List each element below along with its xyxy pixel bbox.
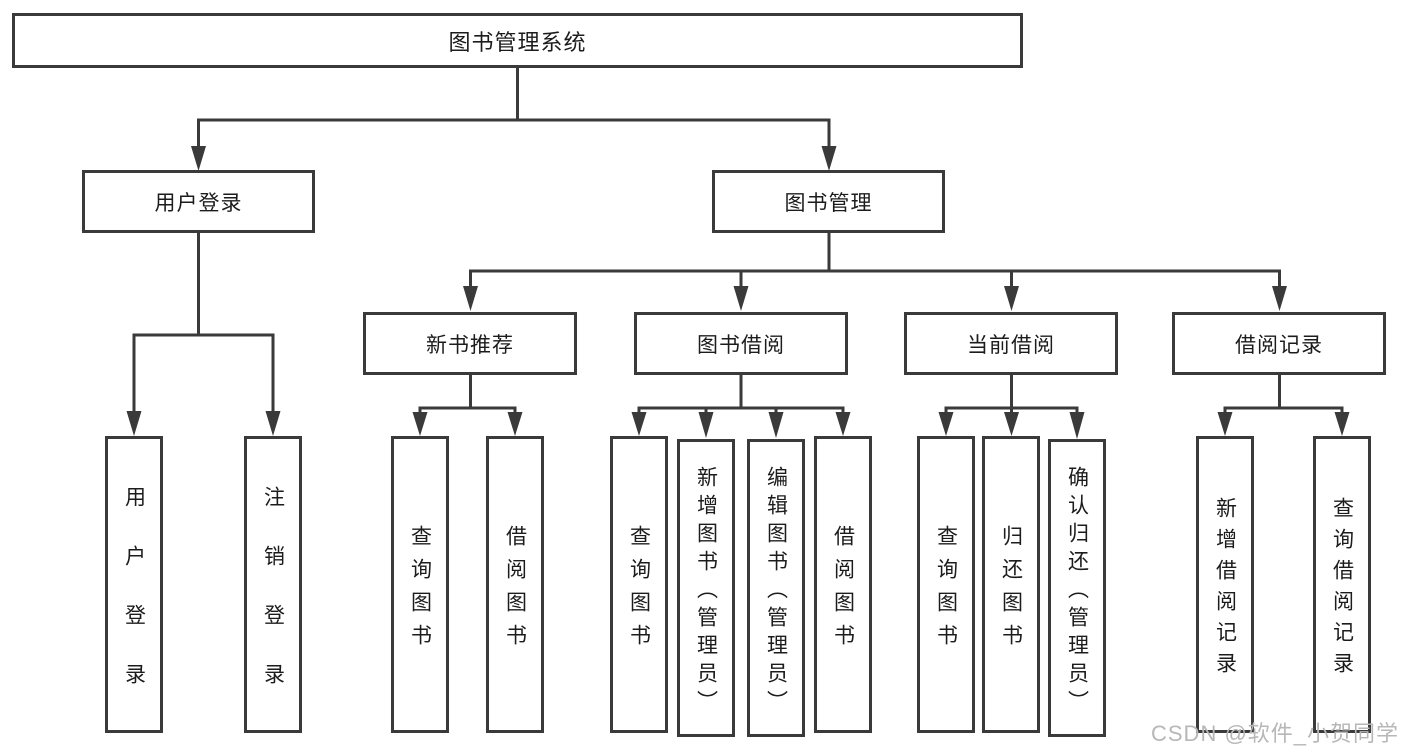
leaf-logout: 注销登录 [244,436,302,733]
leaf-add-borrow-record: 新增借阅记录 [1196,436,1254,733]
node-book-management: 图书管理 [712,170,945,233]
node-borrow-records: 借阅记录 [1172,312,1386,375]
csdn-watermark: CSDN @软件_小贺同学 [1151,721,1400,746]
node-library-management-system: 图书管理系统 [12,13,1023,68]
leaf-return-books: 归还图书 [982,436,1040,733]
node-current-borrowing: 当前借阅 [904,312,1118,375]
leaf-label: 查询图书 [934,524,958,657]
leaf-confirm-return-admin: 确认归还（管理员） [1048,439,1106,737]
leaf-query-books-current: 查询图书 [917,436,975,733]
leaf-label: 确认归还（管理员） [1065,465,1089,718]
leaf-label: 查询借阅记录 [1330,496,1354,683]
leaf-user-login: 用户登录 [105,436,163,733]
node-user-login: 用户登录 [82,170,315,233]
leaf-label: 查询图书 [408,524,432,657]
node-label: 用户登录 [154,191,243,215]
leaf-query-books-recommend: 查询图书 [391,436,449,733]
leaf-label: 用户登录 [122,485,146,722]
node-label: 图书管理 [784,191,873,215]
leaf-label: 借阅图书 [831,524,855,657]
node-book-borrowing: 图书借阅 [634,312,848,375]
leaf-label: 新增图书（管理员） [694,465,718,718]
node-label: 新书推荐 [426,333,514,357]
leaf-edit-book-admin: 编辑图书（管理员） [747,439,805,737]
node-label: 借阅记录 [1235,333,1323,357]
leaf-label: 归还图书 [999,524,1023,657]
leaf-label: 编辑图书（管理员） [764,465,788,718]
leaf-borrow-books-borrowing: 借阅图书 [814,436,872,733]
leaf-label: 注销登录 [261,485,285,722]
leaf-add-book-admin: 新增图书（管理员） [677,439,735,737]
node-label: 图书管理系统 [448,29,587,55]
node-new-book-recommend: 新书推荐 [363,312,577,375]
leaf-borrow-books-recommend: 借阅图书 [486,436,544,733]
leaf-query-borrow-record: 查询借阅记录 [1313,436,1371,733]
node-label: 图书借阅 [697,333,785,357]
leaf-label: 查询图书 [627,524,651,657]
node-label: 当前借阅 [967,333,1055,357]
leaf-label: 新增借阅记录 [1213,496,1237,683]
leaf-label: 借阅图书 [503,524,527,657]
leaf-query-books-borrowing: 查询图书 [610,436,668,733]
